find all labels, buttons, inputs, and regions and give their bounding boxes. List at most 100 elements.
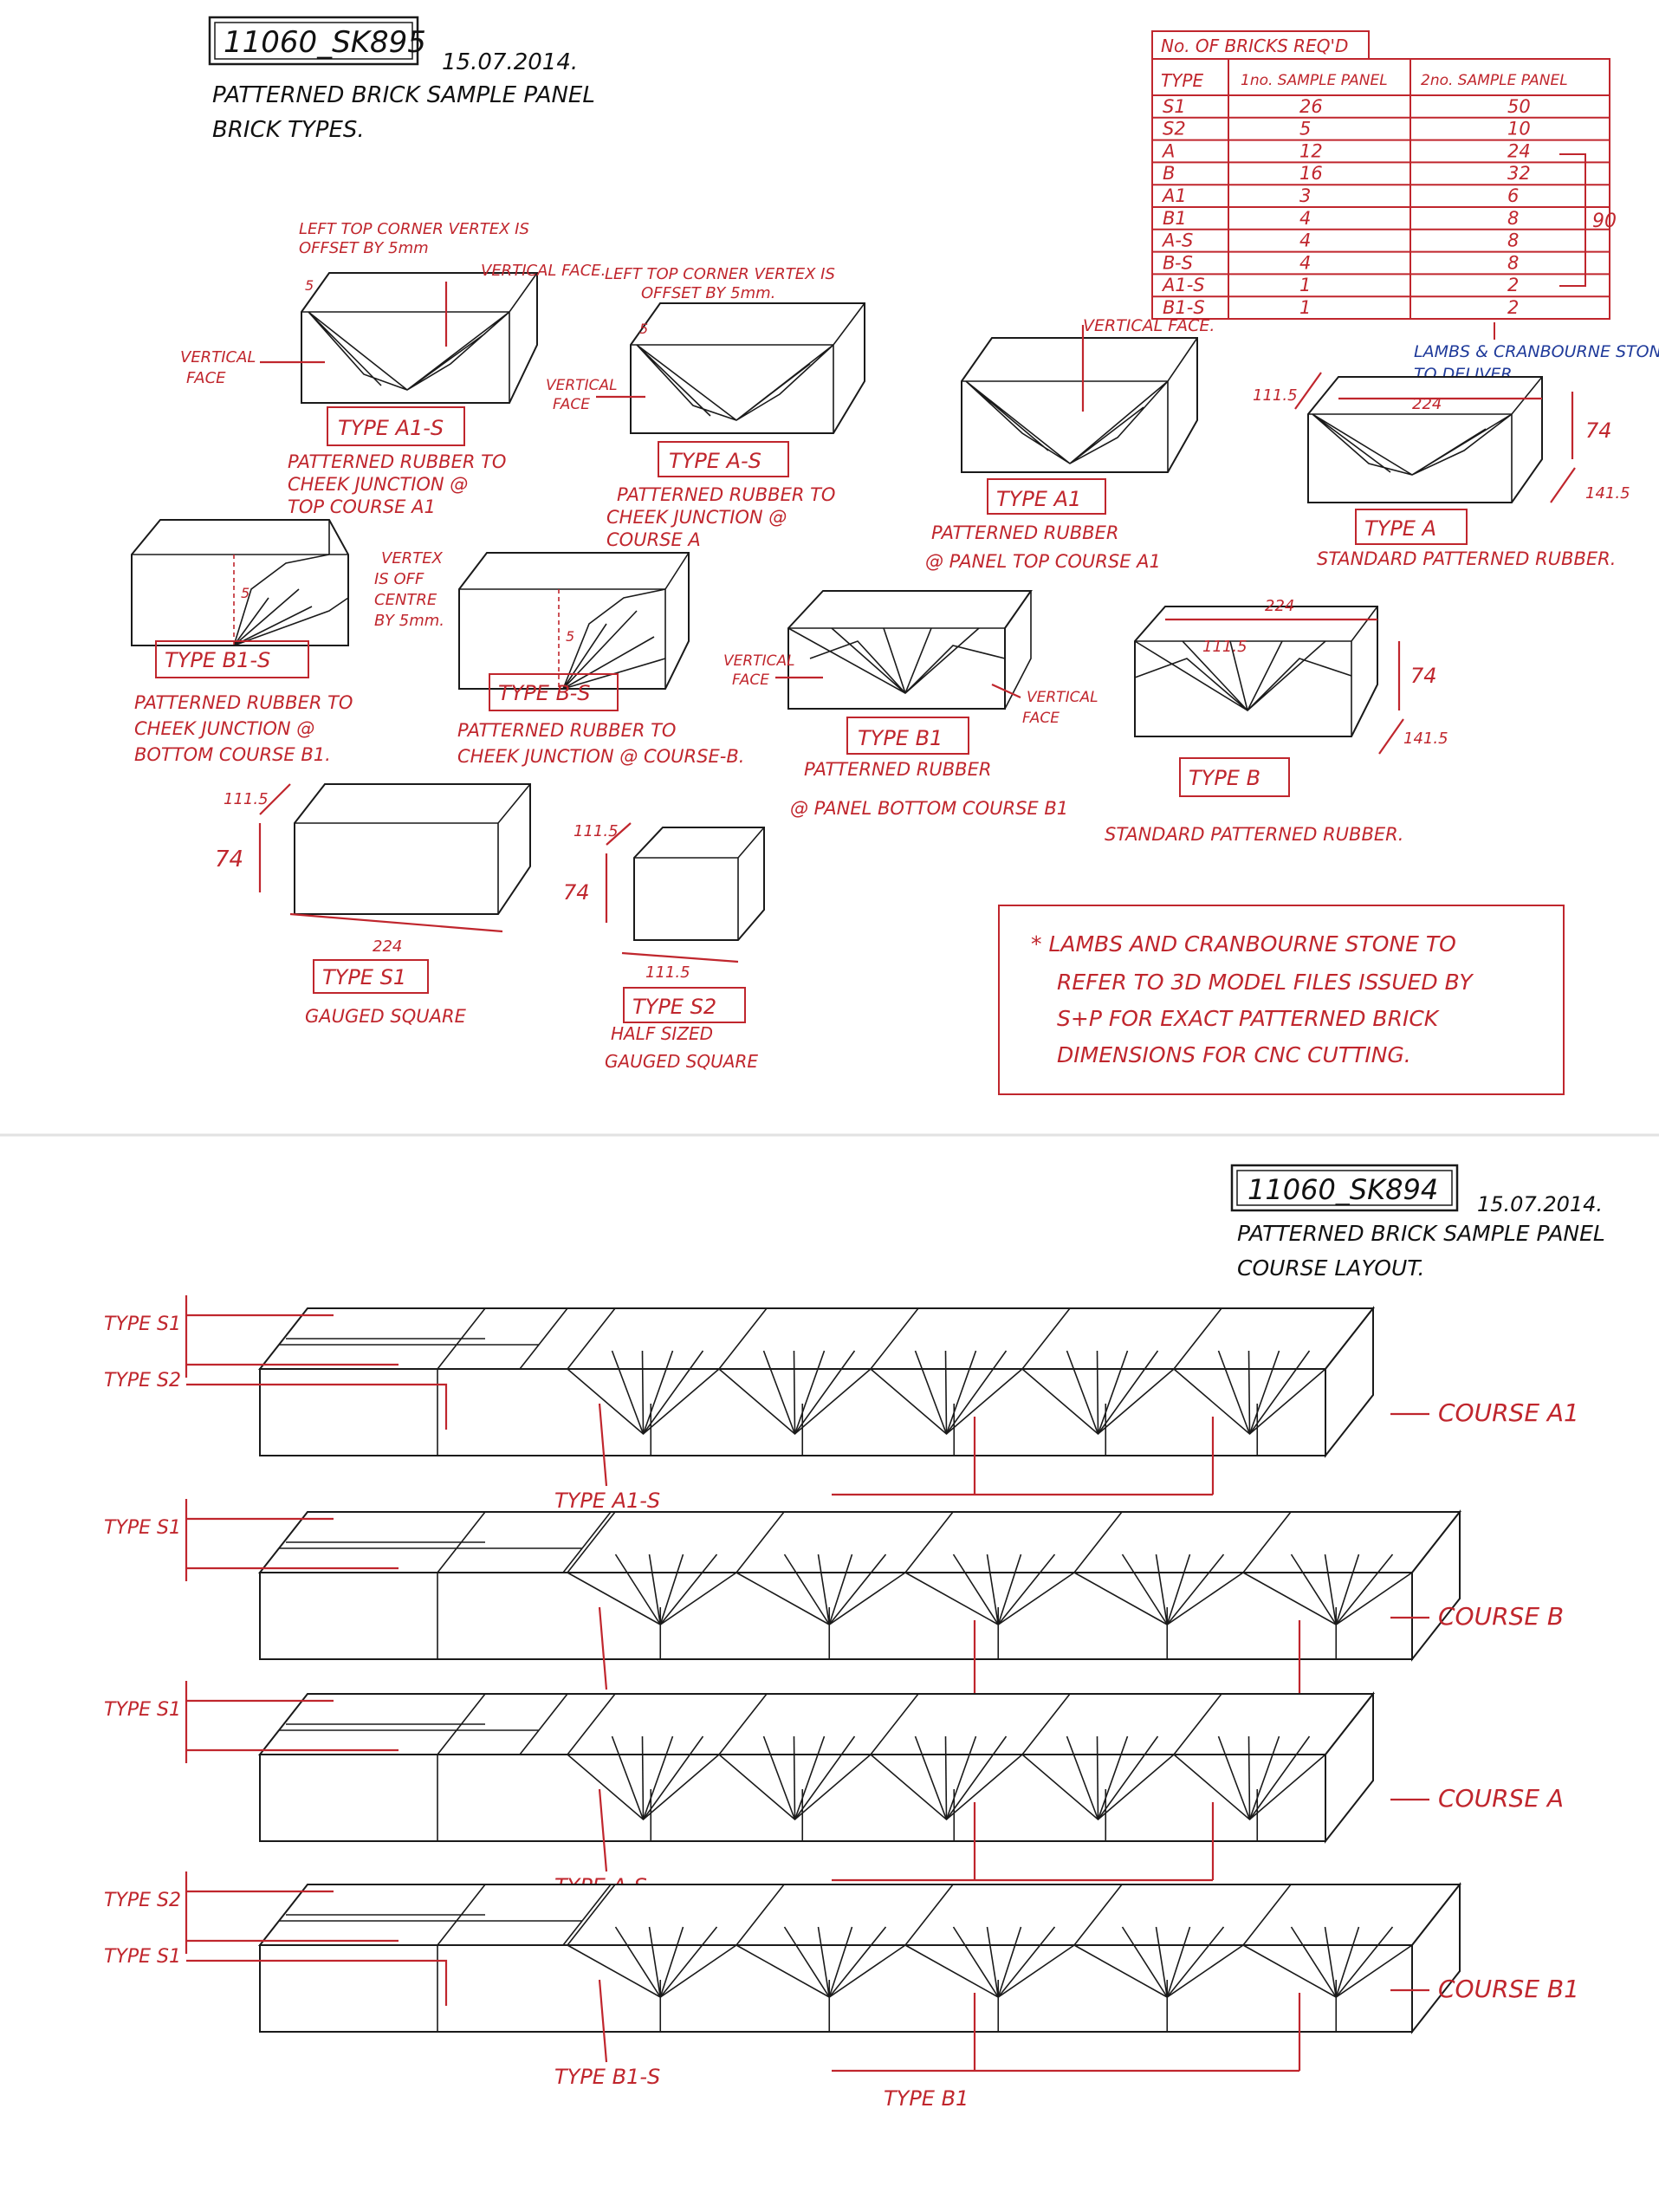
svg-text:LEFT TOP CORNER VERTEX IS: LEFT TOP CORNER VERTEX IS (605, 265, 835, 283)
table-cell: 8 (1507, 208, 1519, 229)
table-cell: 8 (1507, 230, 1519, 251)
svg-text:DIMENSIONS FOR CNC CUTTING.: DIMENSIONS FOR CNC CUTTING. (1057, 1042, 1411, 1067)
svg-text:74: 74 (1585, 418, 1612, 443)
svg-text:REFER TO 3D MODEL FILES ISSUED: REFER TO 3D MODEL FILES ISSUED BY (1057, 970, 1474, 995)
svg-text:TOP COURSE A1: TOP COURSE A1 (288, 496, 436, 517)
label-bs: TYPE B-S (498, 681, 591, 705)
svg-text:COURSE A: COURSE A (606, 529, 701, 550)
table-cell: 2 (1507, 297, 1519, 318)
svg-text:VERTICAL FACE.: VERTICAL FACE. (1083, 316, 1215, 335)
table-cell: B (1163, 163, 1175, 184)
svg-text:BOTTOM COURSE B1.: BOTTOM COURSE B1. (134, 744, 331, 765)
svg-text:111.5: 111.5 (645, 963, 690, 982)
table-cell: A (1161, 140, 1175, 161)
label-s2: TYPE S2 (632, 995, 716, 1019)
svg-text:@ PANEL TOP COURSE A1: @ PANEL TOP COURSE A1 (925, 551, 1161, 572)
svg-text:111.5: 111.5 (1253, 386, 1298, 405)
table-cell: S2 (1163, 119, 1186, 139)
table-cell: 2 (1507, 275, 1519, 295)
table-cell: 3 (1299, 185, 1311, 206)
label-a1s: TYPE A1-S (338, 416, 444, 440)
sheet2-date: 15.07.2014. (1477, 1192, 1603, 1216)
table-cell: 4 (1299, 252, 1311, 273)
stone-note: * LAMBS AND CRANBOURNE STONE TO REFER TO… (998, 905, 1565, 1095)
sheet1-date: 15.07.2014. (442, 49, 578, 75)
table-cell: B1-S (1163, 297, 1205, 318)
brick-type-as: LEFT TOP CORNER VERTEX IS OFFSET BY 5mm.… (546, 265, 865, 550)
course-label: COURSE B (1438, 1602, 1564, 1631)
ref-box-inner (214, 22, 413, 60)
svg-text:141.5: 141.5 (1403, 730, 1448, 748)
table-cell: 6 (1507, 185, 1519, 206)
label-as: TYPE A-S (669, 449, 761, 473)
svg-text:PATTERNED RUBBER TO: PATTERNED RUBBER TO (134, 692, 353, 713)
svg-text:* LAMBS AND CRANBOURNE STONE T: * LAMBS AND CRANBOURNE STONE TO (1031, 931, 1456, 957)
label-b: TYPE B (1189, 766, 1260, 790)
course-left-label: TYPE S1 (104, 1699, 181, 1721)
svg-text:111.5: 111.5 (1202, 638, 1247, 656)
ref-box (208, 16, 419, 66)
svg-text:IS OFF: IS OFF (374, 570, 424, 588)
course-left-label: TYPE S2 (104, 1890, 181, 1911)
svg-text:BY 5mm.: BY 5mm. (374, 612, 444, 630)
course-special-label: TYPE A1-S (554, 1489, 660, 1513)
svg-text:VERTEX: VERTEX (381, 549, 444, 568)
svg-text:PATTERNED RUBBER TO: PATTERNED RUBBER TO (288, 451, 506, 472)
svg-text:OFFSET BY 5mm.: OFFSET BY 5mm. (641, 284, 775, 302)
brick-type-a1s: LEFT TOP CORNER VERTEX IS OFFSET BY 5mm … (180, 220, 606, 517)
brick-type-b1s: 5 VERTEX IS OFF CENTRE BY 5mm. TYPE B1-S… (131, 519, 444, 765)
brick-type-a: 111.5 224 74 141.5 TYPE A STANDARD PATTE… (1253, 372, 1630, 569)
svg-text:HALF SIZED: HALF SIZED (611, 1023, 713, 1044)
svg-text:224: 224 (1412, 395, 1442, 413)
svg-text:LEFT TOP CORNER VERTEX IS: LEFT TOP CORNER VERTEX IS (299, 220, 529, 238)
table-cell: 1 (1299, 297, 1311, 318)
svg-text:FACE: FACE (186, 369, 226, 387)
table-cell: B1 (1163, 208, 1187, 229)
table-cell: 50 (1507, 96, 1531, 117)
table-cell: 32 (1507, 163, 1531, 184)
table-cell: A1 (1161, 185, 1187, 206)
svg-text:74: 74 (215, 847, 243, 872)
table-cell: 4 (1299, 208, 1311, 229)
svg-text:111.5: 111.5 (224, 790, 269, 808)
label-a: TYPE A (1364, 516, 1436, 541)
sheet1-subtitle: BRICK TYPES. (212, 117, 365, 143)
svg-text:5: 5 (241, 585, 249, 601)
svg-text:STANDARD PATTERNED RUBBER.: STANDARD PATTERNED RUBBER. (1105, 824, 1403, 845)
svg-text:224: 224 (1265, 597, 1294, 615)
course-label: COURSE A1 (1438, 1398, 1579, 1427)
label-b1s: TYPE B1-S (165, 648, 270, 672)
table-cell: B-S (1163, 252, 1193, 273)
table-cell: 8 (1507, 252, 1519, 273)
svg-text:PATTERNED RUBBER TO: PATTERNED RUBBER TO (457, 720, 676, 741)
svg-text:VERTICAL: VERTICAL (1027, 689, 1098, 706)
table-header: No. OF BRICKS REQ'D (1161, 36, 1348, 56)
course-left-label: TYPE S1 (104, 1314, 181, 1335)
svg-text:@ PANEL BOTTOM COURSE B1: @ PANEL BOTTOM COURSE B1 (790, 798, 1068, 819)
sheet2-ref: 11060_SK894 (1247, 1173, 1438, 1206)
svg-text:74: 74 (563, 880, 590, 905)
svg-text:111.5: 111.5 (574, 822, 619, 840)
course-special-label: TYPE B1-S (554, 2065, 660, 2089)
table-cell: 4 (1299, 230, 1311, 251)
svg-text:CHEEK JUNCTION @ COURSE-B.: CHEEK JUNCTION @ COURSE-B. (457, 746, 744, 767)
brick-type-b: 224 111.5 74 141.5 TYPE B STANDARD PATTE… (1105, 597, 1448, 845)
course-left-label: TYPE S1 (104, 1517, 181, 1539)
brick-type-s1: 111.5 74 224 TYPE S1 GAUGED SQUARE (215, 783, 531, 1027)
svg-text:S+P FOR EXACT PATTERNED BRICK: S+P FOR EXACT PATTERNED BRICK (1057, 1006, 1441, 1031)
svg-text:FACE: FACE (732, 671, 769, 689)
course-left-label: TYPE S1 (104, 1946, 181, 1968)
svg-text:CHEEK JUNCTION @: CHEEK JUNCTION @ (134, 718, 314, 739)
brick-type-b1: VERTICAL FACE VERTICAL FACE TYPE B1 PATT… (723, 590, 1098, 819)
svg-text:224: 224 (373, 937, 402, 956)
table-cell: S1 (1163, 96, 1186, 117)
table-cell: 26 (1299, 96, 1323, 117)
sheet2-subtitle: COURSE LAYOUT. (1237, 1255, 1425, 1281)
table-cell: 1 (1299, 275, 1311, 295)
sheet1-title: PATTERNED BRICK SAMPLE PANEL (212, 82, 595, 108)
col-panel-1: 1no. SAMPLE PANEL (1241, 72, 1388, 89)
